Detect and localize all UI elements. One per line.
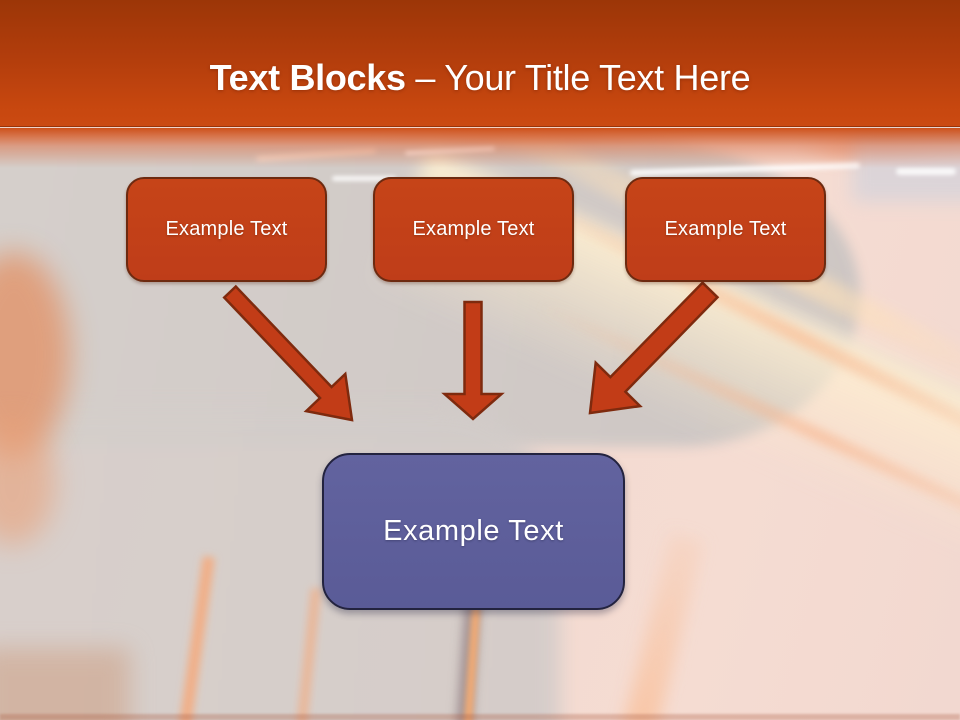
light-trail — [332, 176, 396, 181]
header-band — [0, 0, 960, 127]
header-band-fade — [0, 128, 960, 168]
light-glow — [0, 648, 130, 720]
text-block-1: Example Text — [126, 177, 327, 282]
text-block-2: Example Text — [373, 177, 574, 282]
text-block-2-label: Example Text — [412, 218, 535, 240]
text-block-3: Example Text — [625, 177, 826, 282]
light-trail — [896, 168, 956, 175]
text-block-3-label: Example Text — [664, 218, 787, 240]
text-block-1-label: Example Text — [165, 218, 288, 240]
slide-title-rest: – Your Title Text Here — [405, 56, 751, 98]
result-block: Example Text — [322, 453, 625, 610]
slide-title-bold: Text Blocks — [209, 56, 406, 98]
slide-title: Text Blocks – Your Title Text Here — [0, 0, 960, 127]
light-streak — [620, 533, 704, 720]
photo-bottom-edge — [0, 714, 960, 720]
result-block-label: Example Text — [383, 515, 564, 547]
